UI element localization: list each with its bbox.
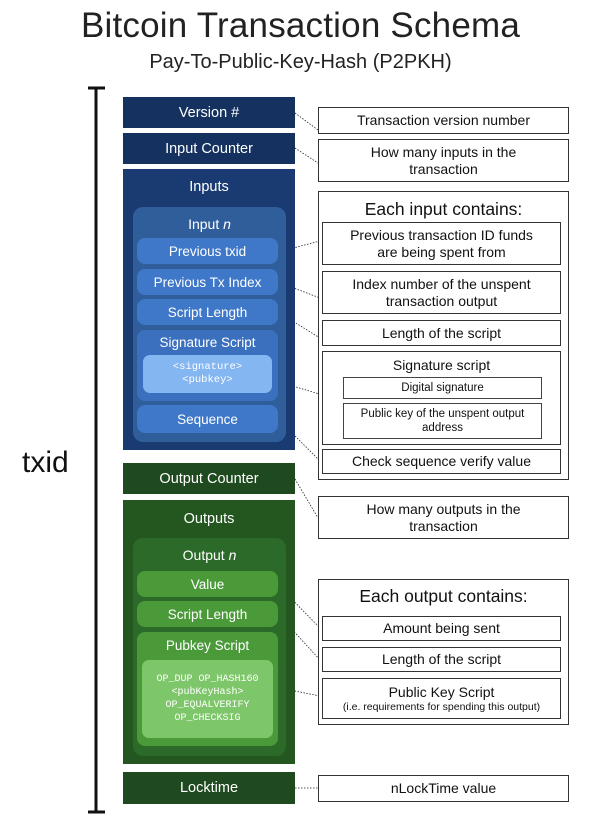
each-output-heading: Each output contains: bbox=[359, 586, 528, 606]
digital-signature-description: Digital signature bbox=[343, 377, 542, 399]
sequence-field: Sequence bbox=[137, 405, 278, 433]
amount-description: Amount being sent bbox=[322, 616, 561, 641]
txid-bracket bbox=[88, 86, 105, 814]
input-counter-block: Input Counter bbox=[123, 133, 295, 164]
previous-tx-index-description: Index number of the unspent transaction … bbox=[322, 271, 561, 314]
inputs-label: Inputs bbox=[189, 179, 229, 195]
locktime-block: Locktime bbox=[123, 772, 295, 804]
signature-script-description-label: Signature script bbox=[392, 357, 491, 373]
script-length-output-description: Length of the script bbox=[322, 647, 561, 672]
pubkey-script-note: (i.e. requirements for spending this out… bbox=[342, 700, 541, 713]
pubkey-script-code: OP_DUP OP_HASH160 <pubKeyHash> OP_EQUALV… bbox=[142, 660, 273, 738]
input-counter-label: Input Counter bbox=[165, 140, 253, 157]
previous-txid-description: Previous transaction ID funds are being … bbox=[322, 222, 561, 265]
signature-script-label: Signature Script bbox=[159, 335, 256, 350]
public-key-description: Public key of the unspent output address bbox=[343, 403, 542, 439]
output-counter-description: How many outputs in the transaction bbox=[318, 496, 569, 539]
txid-label: txid bbox=[22, 446, 69, 479]
output-n-label: Output n bbox=[182, 547, 237, 563]
signature-script-code: <signature> <pubkey> bbox=[143, 355, 272, 393]
input-n-label: Input n bbox=[188, 216, 231, 232]
script-length-input-description: Length of the script bbox=[322, 320, 561, 346]
version-label: Version # bbox=[178, 104, 240, 121]
diagram-title: Bitcoin Transaction Schema bbox=[80, 6, 521, 45]
script-length-output-field: Script Length bbox=[137, 601, 278, 627]
previous-txid-field: Previous txid bbox=[137, 238, 278, 264]
script-length-input-field: Script Length bbox=[137, 299, 278, 325]
pubkey-script-description: Public Key Script (i.e. requirements for… bbox=[322, 678, 561, 719]
outputs-label: Outputs bbox=[183, 511, 235, 527]
version-block: Version # bbox=[123, 97, 295, 128]
sequence-description: Check sequence verify value bbox=[322, 449, 561, 474]
diagram-subtitle: Pay-To-Public-Key-Hash (P2PKH) bbox=[149, 51, 452, 73]
pubkey-script-field: Pubkey Script OP_DUP OP_HASH160 <pubKeyH… bbox=[137, 632, 278, 746]
input-counter-description: How many inputs in the transaction bbox=[318, 139, 569, 182]
pubkey-script-label: Pubkey Script bbox=[165, 638, 250, 653]
signature-script-field: Signature Script <signature> <pubkey> bbox=[137, 330, 278, 401]
value-field: Value bbox=[137, 571, 278, 597]
locktime-description: nLockTime value bbox=[318, 775, 569, 802]
previous-tx-index-field: Previous Tx Index bbox=[137, 269, 278, 295]
each-input-heading: Each input contains: bbox=[364, 199, 523, 219]
output-counter-block: Output Counter bbox=[123, 463, 295, 494]
version-description: Transaction version number bbox=[318, 107, 569, 134]
